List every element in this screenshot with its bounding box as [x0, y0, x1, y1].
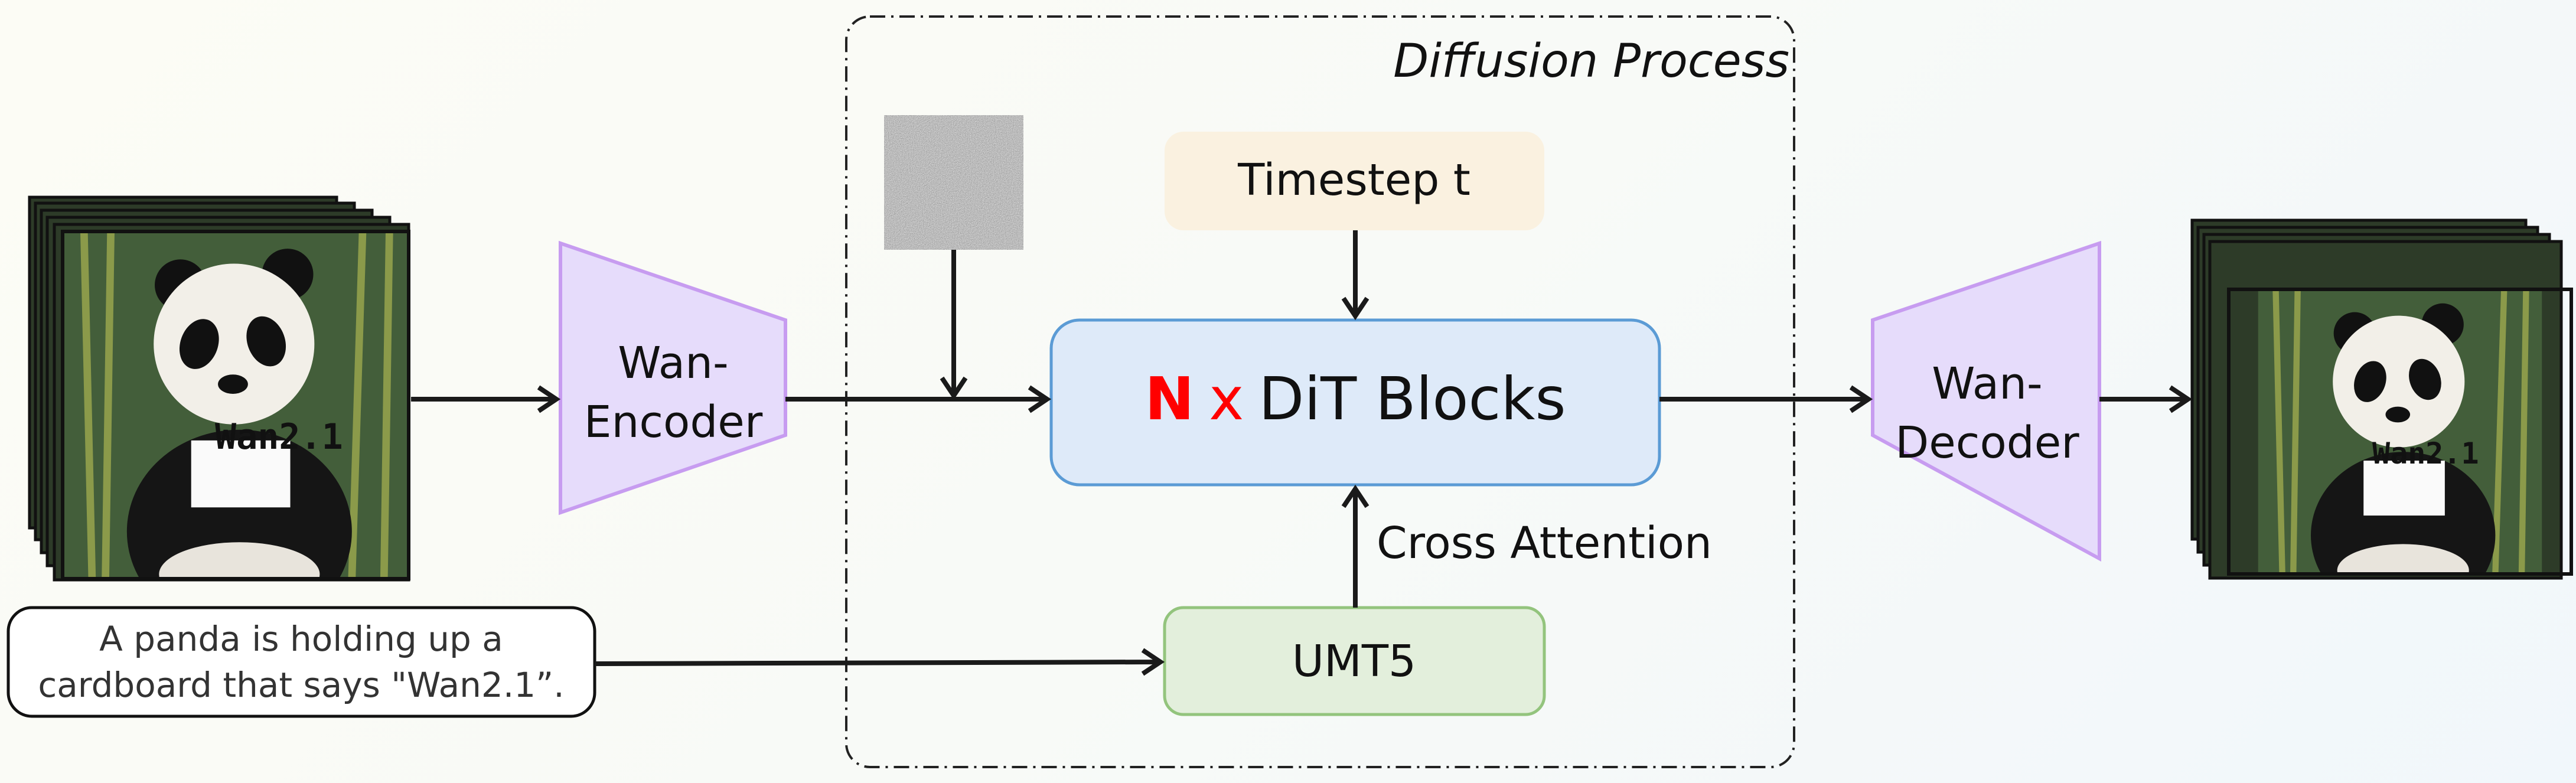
- arrow-timestep-to-dit: [1341, 230, 1369, 321]
- input-sign-text: Wan2.1: [215, 416, 343, 458]
- arrow-input-to-encoder: [411, 385, 561, 413]
- dit-times: x: [1209, 364, 1244, 433]
- decoder-label-line2: Decoder: [1895, 417, 2079, 468]
- arrow-decoder-to-output: [2099, 385, 2193, 413]
- arrow-encoder-to-dit: [785, 385, 1052, 413]
- dit-multiplier: N: [1144, 364, 1194, 433]
- umt5-label: UMT5: [1292, 636, 1416, 687]
- timestep-label: Timestep t: [1237, 155, 1470, 205]
- encoder-label-line2: Encoder: [584, 397, 763, 448]
- wan-decoder-block: [1871, 240, 2101, 562]
- arrow-umt5-to-dit: [1341, 484, 1369, 608]
- diffusion-process-container: [845, 15, 1795, 768]
- arrow-noise-to-merge: [940, 250, 968, 400]
- arrows: [411, 230, 2193, 676]
- output-sign-text: Wan2.1: [2372, 436, 2479, 471]
- decoder-label-line1: Wan-: [1932, 358, 2042, 409]
- timestep-block: [1165, 132, 1544, 230]
- prompt-line1: A panda is holding up a: [99, 619, 503, 659]
- encoder-label-line1: Wan-: [618, 338, 728, 389]
- diffusion-process-label: Diffusion Process: [1393, 35, 1789, 88]
- cross-attention-label: Cross Attention: [1377, 518, 1712, 569]
- arrow-prompt-to-umt5: [594, 648, 1165, 676]
- prompt-line2: cardboard that says "Wan2.1”.: [38, 665, 564, 705]
- arrow-dit-to-decoder: [1659, 385, 1873, 413]
- noise-latent-image: [884, 115, 1023, 250]
- output-video-frames: Wan2.1: [2190, 218, 2573, 580]
- wan-encoder-block: [559, 240, 787, 516]
- dit-blocks-text: DiT Blocks: [1258, 364, 1566, 433]
- input-video-frames: Wan2.1: [28, 195, 410, 582]
